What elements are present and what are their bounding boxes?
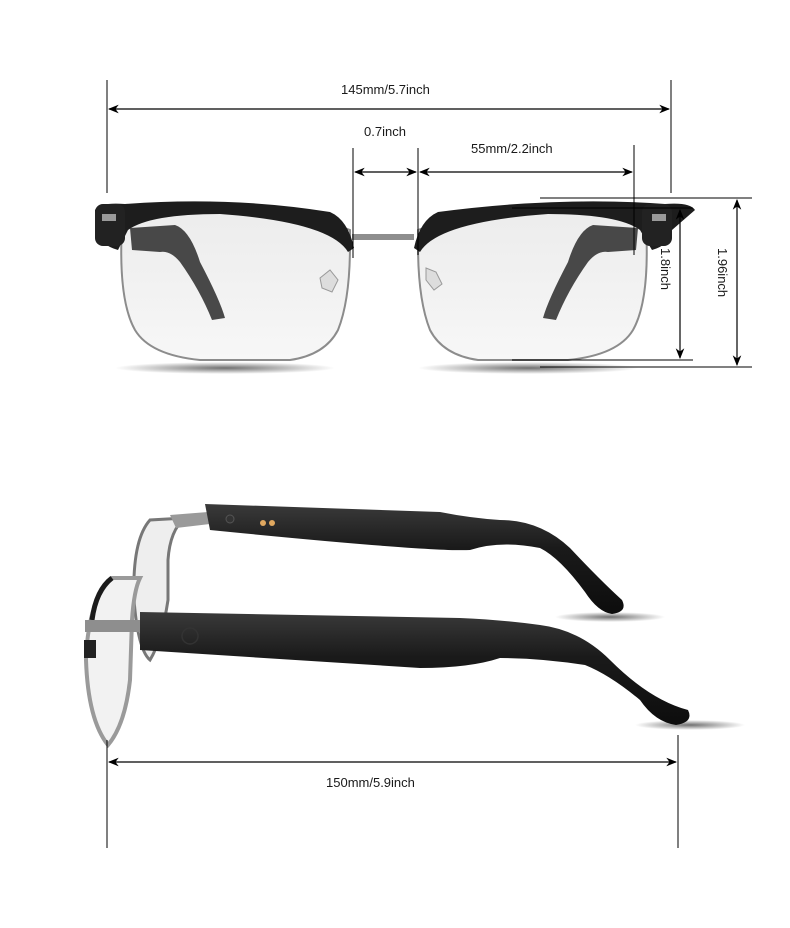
- frame-height-label: 1.96inch: [715, 248, 730, 298]
- lens-height-label: 1.8inch: [658, 248, 673, 290]
- lens-width-label: 55mm/2.2inch: [471, 141, 553, 156]
- front-view: [95, 80, 752, 374]
- side-view: [83, 504, 745, 848]
- total-width-label: 145mm/5.7inch: [341, 82, 430, 97]
- temple-length-label: 150mm/5.9inch: [326, 775, 415, 790]
- bridge-width-label: 0.7inch: [364, 124, 406, 139]
